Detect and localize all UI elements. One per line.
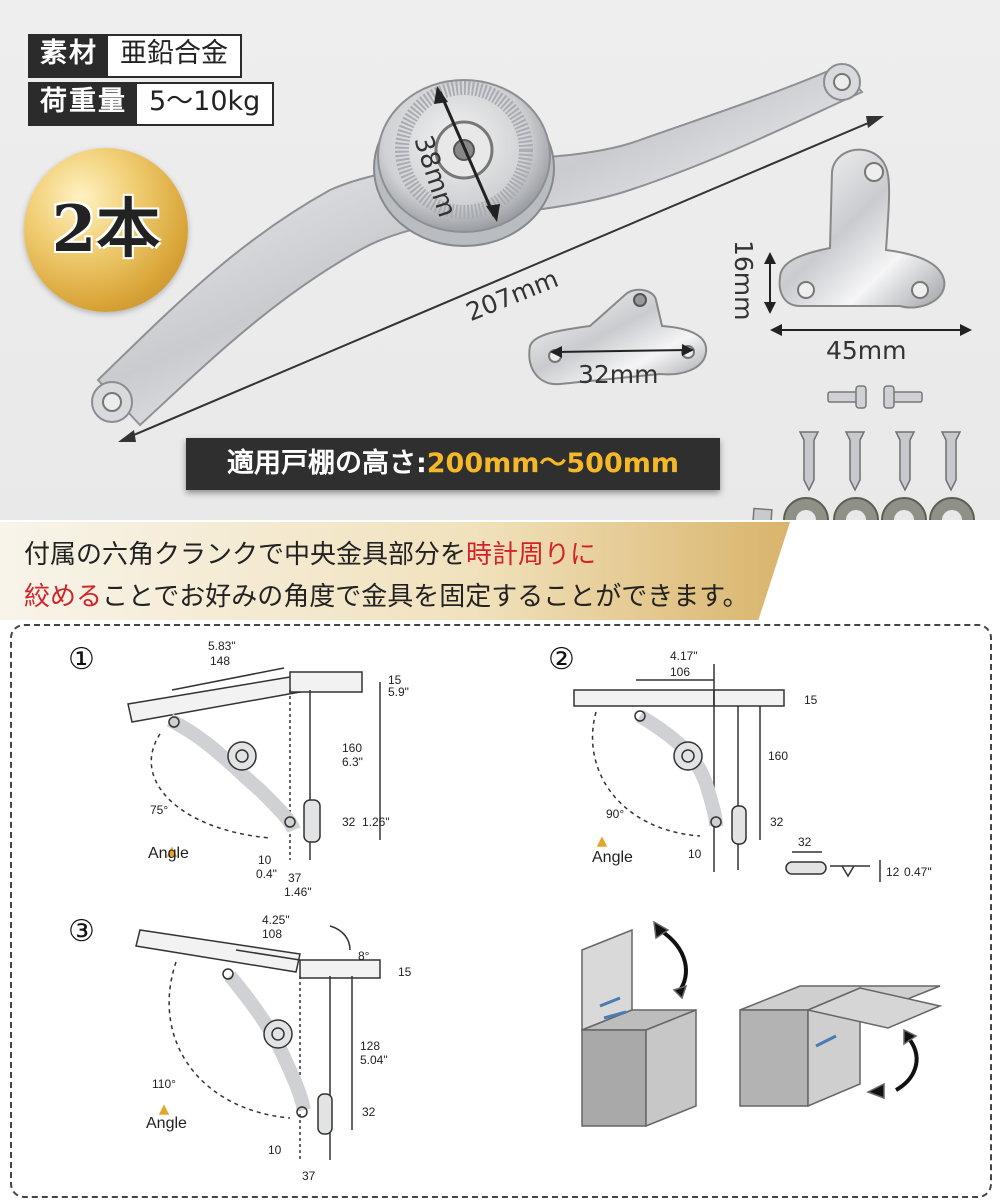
d2-height: 160 (768, 749, 788, 763)
d2-top: 15 (804, 693, 818, 707)
cabinet-lifted-illustration (739, 985, 943, 1108)
d1-width-in: 5.83" (208, 639, 236, 653)
spec-load-label: 荷重量 (30, 84, 137, 124)
d1-height: 160 (342, 741, 362, 755)
d2-width-in: 4.17" (670, 649, 698, 663)
d2-slot: 32 (770, 815, 784, 829)
quantity-badge: 2本 (24, 148, 188, 312)
range-value: 200mm～500mm (426, 448, 680, 479)
d3-angle: 110° (152, 1077, 176, 1091)
instruction-highlight-clockwise: 時計周りに (466, 540, 597, 570)
d3-tilt: 8° (358, 949, 370, 963)
screw-set (798, 431, 962, 492)
large-mount-bracket (778, 148, 946, 309)
d2-width-mm: 106 (670, 665, 690, 679)
d1-top-in: 5.9" (388, 685, 409, 699)
washer-set (783, 497, 975, 520)
d1-depth: 37 (288, 871, 302, 885)
instruction-highlight-tighten: 絞める (24, 582, 103, 612)
d3-slot: 32 (362, 1105, 376, 1119)
d1-top: 15 (388, 673, 402, 687)
quantity-badge-text: 2本 (51, 192, 161, 267)
d3-height-in: 5.04" (360, 1053, 388, 1067)
d1-slot: 32 (342, 815, 356, 829)
d3-width-mm: 108 (262, 927, 282, 941)
d1-slot-in: 1.26" (362, 815, 390, 829)
diagram-1 (127, 667, 381, 860)
small-mount-bracket (528, 288, 708, 386)
d1-offset-in: 0.4" (256, 867, 277, 881)
d1-offset: 10 (258, 853, 272, 867)
d3-width-in: 4.25" (262, 913, 290, 927)
d1-angle: 75° (150, 803, 168, 817)
diagram-3-number: ③ (68, 914, 95, 949)
instruction-line-1: 付属の六角クランクで中央金具部分を時計周りに (24, 540, 597, 570)
d2-offset: 10 (688, 847, 702, 861)
d3-height: 128 (360, 1039, 380, 1053)
d1-width-mm: 148 (210, 654, 230, 668)
diagram-1-number: ① (68, 642, 95, 677)
d1-angle-label: Angle (148, 845, 189, 862)
diagram-2-number: ② (548, 642, 575, 677)
range-prefix: 適用戸棚の高さ: (226, 448, 427, 479)
instruction-line-2: 絞めることでお好みの角度で金具を固定することができます。 (24, 582, 749, 612)
d2-bracket-height-in: 0.47" (904, 865, 932, 879)
d1-height-in: 6.3" (342, 755, 363, 769)
spec-material-value: 亜鉛合金 (108, 36, 240, 76)
d1-depth-in: 1.46" (284, 885, 312, 899)
bolt-set (827, 385, 923, 409)
spec-material-label: 素材 (30, 36, 108, 76)
d3-offset: 10 (268, 1143, 282, 1157)
d2-angle-label: Angle (592, 849, 633, 866)
d3-top: 15 (398, 965, 412, 979)
instruction-band: 付属の六角クランクで中央金具部分を時計周りに 絞めることでお好みの角度で金具を固… (0, 522, 790, 620)
cabinet-open-illustration (581, 920, 697, 1128)
d2-bracket-width: 32 (798, 835, 812, 849)
d3-depth: 37 (302, 1169, 316, 1183)
bracket-width-label: 45mm (826, 336, 907, 365)
diagram-2 (573, 664, 881, 882)
hex-key (749, 507, 978, 520)
d2-bracket-height: 12 (886, 865, 900, 879)
spec-load: 荷重量 5～10kg (28, 82, 275, 126)
product-illustration (91, 63, 978, 520)
spec-material: 素材 亜鉛合金 (28, 34, 242, 78)
d3-angle-label: Angle (146, 1115, 187, 1132)
cabinet-height-range: 適用戸棚の高さ:200mm～500mm (186, 438, 720, 490)
diagram-3 (135, 925, 381, 1160)
d2-angle: 90° (606, 807, 624, 821)
spec-load-value: 5～10kg (137, 84, 273, 124)
small-bracket-label: 32mm (578, 360, 659, 389)
